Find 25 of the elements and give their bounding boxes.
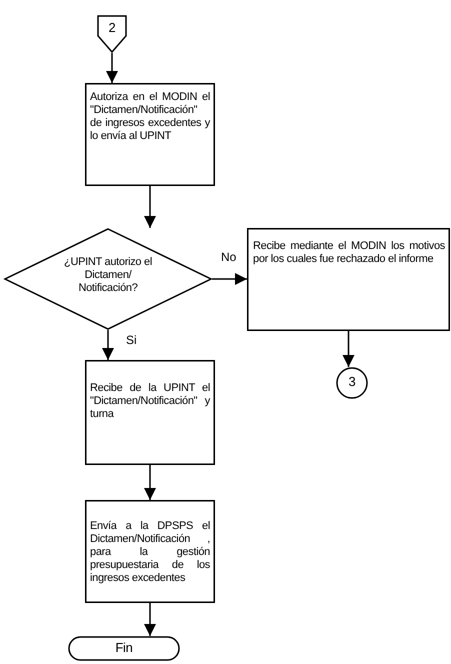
step-text: Envía a la DPSPS el Dictamen/Notificación , para la gestión presupuestaria de los ingresos excedentes	[90, 520, 210, 585]
arrow	[212, 273, 247, 285]
process-box	[247, 228, 450, 331]
arrow	[106, 53, 118, 83]
arrow	[144, 186, 156, 228]
edge-label: No	[220, 251, 238, 264]
edge-label: Si	[125, 334, 138, 347]
process-box	[85, 83, 215, 186]
arrow	[144, 465, 156, 500]
connector-label: 3	[348, 375, 356, 388]
connector-label: 2	[108, 21, 116, 34]
connector-circle	[336, 367, 368, 399]
arrow	[342, 331, 354, 367]
process-box	[85, 500, 215, 603]
decision-question: ¿UPINT autorizo el Dictamen/ Notificación?	[63, 256, 153, 295]
step-text: Autoriza en el MODIN el "Dictamen/Notificación" de ingresos excedentes y lo envía al UPINT	[90, 91, 210, 143]
arrow	[144, 603, 156, 636]
decision-diamond	[4, 228, 212, 330]
terminator	[68, 636, 180, 661]
off-page-connector	[97, 15, 127, 53]
step-text: Recibe de la UPINT el "Dictamen/Notificación" y turna	[90, 382, 210, 421]
connector-label: Fin	[114, 641, 134, 654]
step-text: Recibe mediante el MODIN los motivos por los cuales fue rechazado el informe	[253, 240, 445, 266]
arrow	[102, 330, 114, 360]
process-box	[85, 360, 215, 465]
